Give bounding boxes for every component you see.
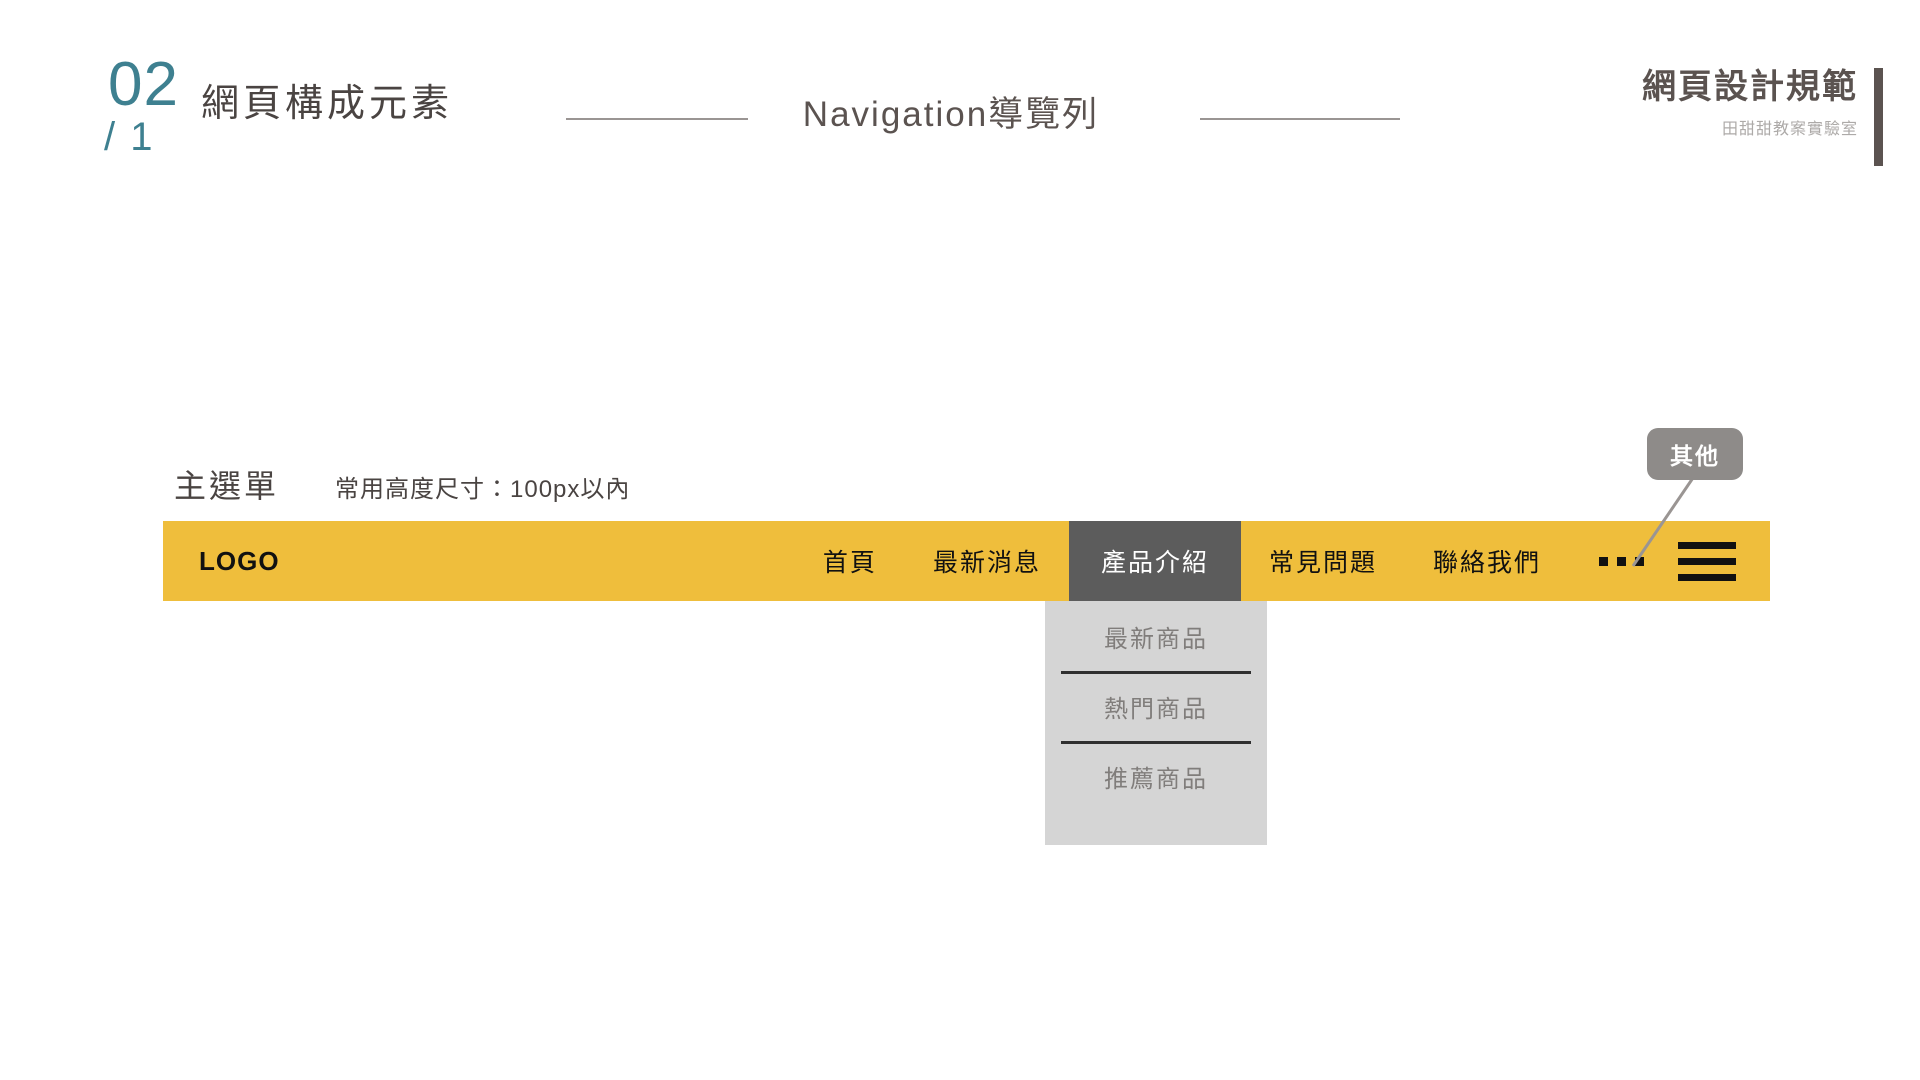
callout-other: 其他 bbox=[1647, 428, 1743, 480]
brand-title: 網頁設計規範 bbox=[1642, 68, 1858, 106]
slide-header: 02 / 1 網頁構成元素 Navigation導覽列 網頁設計規範 田甜甜教案… bbox=[0, 0, 1920, 210]
page-title: Navigation導覽列 bbox=[802, 95, 1100, 134]
navbar-menu: 首頁 最新消息 產品介紹 常見問題 聯絡我們 bbox=[795, 521, 1770, 601]
caption-row: 主選單 常用高度尺寸：100px以內 bbox=[174, 461, 630, 507]
navigation-bar: LOGO 首頁 最新消息 產品介紹 常見問題 聯絡我們 bbox=[163, 521, 1770, 601]
nav-item-contact[interactable]: 聯絡我們 bbox=[1432, 549, 1541, 577]
hamburger-bar bbox=[1678, 541, 1736, 549]
hamburger-bar bbox=[1678, 557, 1736, 565]
dropdown-item-recommended-products[interactable]: 推薦商品 bbox=[1045, 741, 1267, 811]
section-number: 02 bbox=[108, 50, 179, 119]
hamburger-menu-icon[interactable] bbox=[1668, 521, 1770, 601]
nav-item-faq[interactable]: 常見問題 bbox=[1268, 549, 1377, 577]
products-dropdown-menu: 最新商品 熱門商品 推薦商品 bbox=[1045, 601, 1267, 845]
nav-item-news[interactable]: 最新消息 bbox=[932, 549, 1041, 577]
navbar-spacer bbox=[280, 521, 795, 601]
hamburger-bar bbox=[1678, 573, 1736, 581]
caption-note: 常用高度尺寸：100px以內 bbox=[335, 476, 631, 503]
nav-item-home[interactable]: 首頁 bbox=[822, 549, 877, 577]
header-rule-right bbox=[1200, 118, 1400, 120]
ellipsis-dot bbox=[1617, 556, 1626, 566]
header-right-block: 網頁設計規範 田甜甜教案實驗室 bbox=[1642, 68, 1858, 139]
callout-label: 其他 bbox=[1670, 443, 1720, 469]
ellipsis-icon[interactable] bbox=[1569, 521, 1668, 601]
ellipsis-dot bbox=[1635, 556, 1644, 566]
dropdown-item-popular-products[interactable]: 熱門商品 bbox=[1045, 671, 1267, 741]
header-left-block: 02 / 1 網頁構成元素 bbox=[104, 50, 453, 157]
logo[interactable]: LOGO bbox=[199, 545, 280, 576]
caption-label: 主選單 bbox=[174, 468, 280, 504]
nav-item-products[interactable]: 產品介紹 bbox=[1068, 521, 1241, 601]
section-index: / 1 bbox=[104, 114, 155, 159]
header-accent-bar bbox=[1874, 68, 1883, 166]
section-number-group: 02 / 1 bbox=[104, 50, 179, 157]
section-title: 網頁構成元素 bbox=[200, 83, 453, 125]
brand-subtitle: 田甜甜教案實驗室 bbox=[1721, 121, 1858, 139]
dropdown-item-new-products[interactable]: 最新商品 bbox=[1104, 625, 1208, 653]
ellipsis-dot bbox=[1599, 556, 1608, 566]
header-rule-left bbox=[566, 118, 748, 120]
